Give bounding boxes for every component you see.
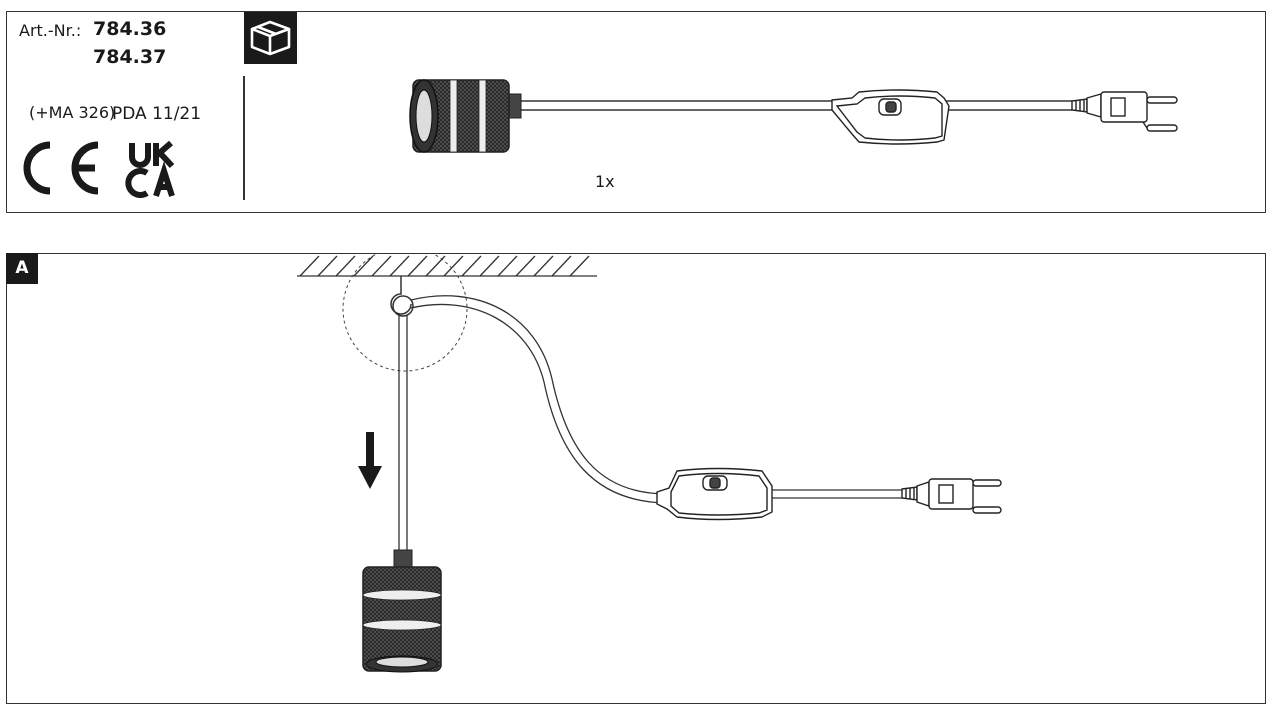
article-number-2: 784.37 [93,46,167,68]
ceiling-hook-icon [390,276,414,317]
contents-panel: Art.-Nr.: 784.36 784.37 (+MA 326) PDA 11… [6,11,1266,213]
quantity-label: 1x [595,172,615,191]
arrow-down-icon [358,432,382,489]
step-label: A [6,253,38,284]
lamp-with-cord-drawing [409,79,1178,153]
step-a-panel: A [6,253,1266,704]
lamp-socket-icon [409,79,510,153]
detail-circle [342,254,468,372]
inline-switch-icon [656,467,773,521]
ce-mark-icon [23,141,99,195]
power-plug-icon [1071,91,1178,132]
ma-code: (+MA 326) [29,103,116,122]
lamp-socket-icon [362,549,442,673]
hanging-installation-drawing [297,254,1002,673]
ceiling-hatch-icon [297,255,597,277]
article-number-1: 784.36 [93,18,167,40]
ukca-mark-icon [125,140,175,198]
pda-code: PDA 11/21 [112,104,202,124]
divider [243,76,245,200]
power-plug-icon [901,478,1002,514]
package-box-icon [244,12,297,64]
article-number-label: Art.-Nr.: [19,21,82,40]
inline-switch-icon [831,89,950,145]
certification-marks [23,140,175,198]
